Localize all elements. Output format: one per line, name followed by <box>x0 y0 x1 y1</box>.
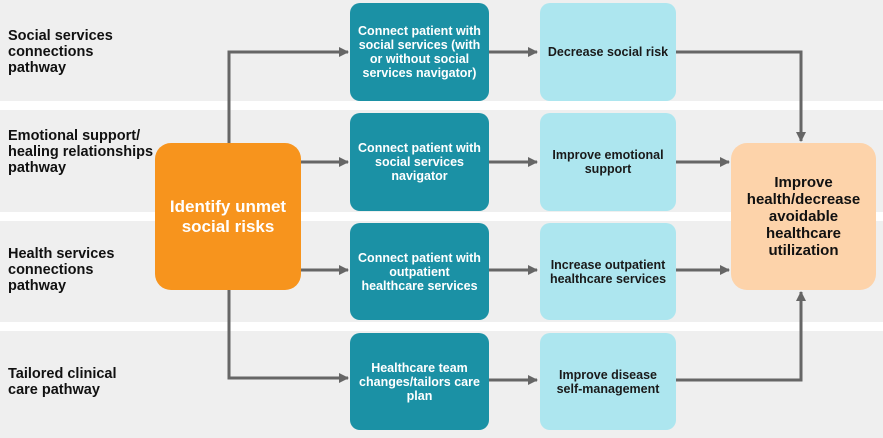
arrow-start-to-social-services <box>227 47 349 143</box>
arrow-outcome4-to-goal <box>676 291 806 382</box>
outcome-box-self-management: Improve disease self-management <box>540 333 676 430</box>
arrow-outcome1-to-goal <box>676 50 806 142</box>
action-box-social-services: Connect patient with social services (wi… <box>350 3 489 101</box>
action-box-label: Connect patient with social services nav… <box>358 141 481 183</box>
action-box-outpatient: Connect patient with outpatient healthca… <box>350 223 489 320</box>
pathway-label-tailored-care: Tailored clinical care pathway <box>8 366 117 398</box>
outcome-box-label: Improve emotional support <box>552 148 664 176</box>
action-box-label: Connect patient with social services (wi… <box>358 24 481 80</box>
outcome-box-emotional-support: Improve emotional support <box>540 113 676 211</box>
goal-box-label: Improve health/decrease avoidable health… <box>746 174 861 259</box>
outcome-box-label: Decrease social risk <box>547 45 669 59</box>
action-box-label: Connect patient with outpatient healthca… <box>358 250 481 293</box>
pathway-label-emotional-support: Emotional support/ healing relationships… <box>8 128 154 176</box>
action-box-navigator: Connect patient with social services nav… <box>350 113 489 211</box>
arrow-start-to-tailored-care <box>227 290 349 383</box>
start-box-identify-risks: Identify unmet social risks <box>155 143 301 290</box>
pathway-label-social-services: Social services connections pathway <box>8 28 113 76</box>
start-box-label: Identify unmet social risks <box>169 196 287 236</box>
goal-box-improve-health: Improve health/decrease avoidable health… <box>731 143 876 290</box>
outcome-box-label: Improve disease self-management <box>556 367 660 396</box>
action-box-label: Healthcare team changes/tailors care pla… <box>359 360 480 403</box>
pathway-label-health-services: Health services connections pathway <box>8 246 115 294</box>
outcome-box-label: Increase outpatient healthcare services <box>549 257 667 286</box>
outcome-box-outpatient-services: Increase outpatient healthcare services <box>540 223 676 320</box>
action-box-care-plan: Healthcare team changes/tailors care pla… <box>350 333 489 430</box>
outcome-box-social-risk: Decrease social risk <box>540 3 676 101</box>
